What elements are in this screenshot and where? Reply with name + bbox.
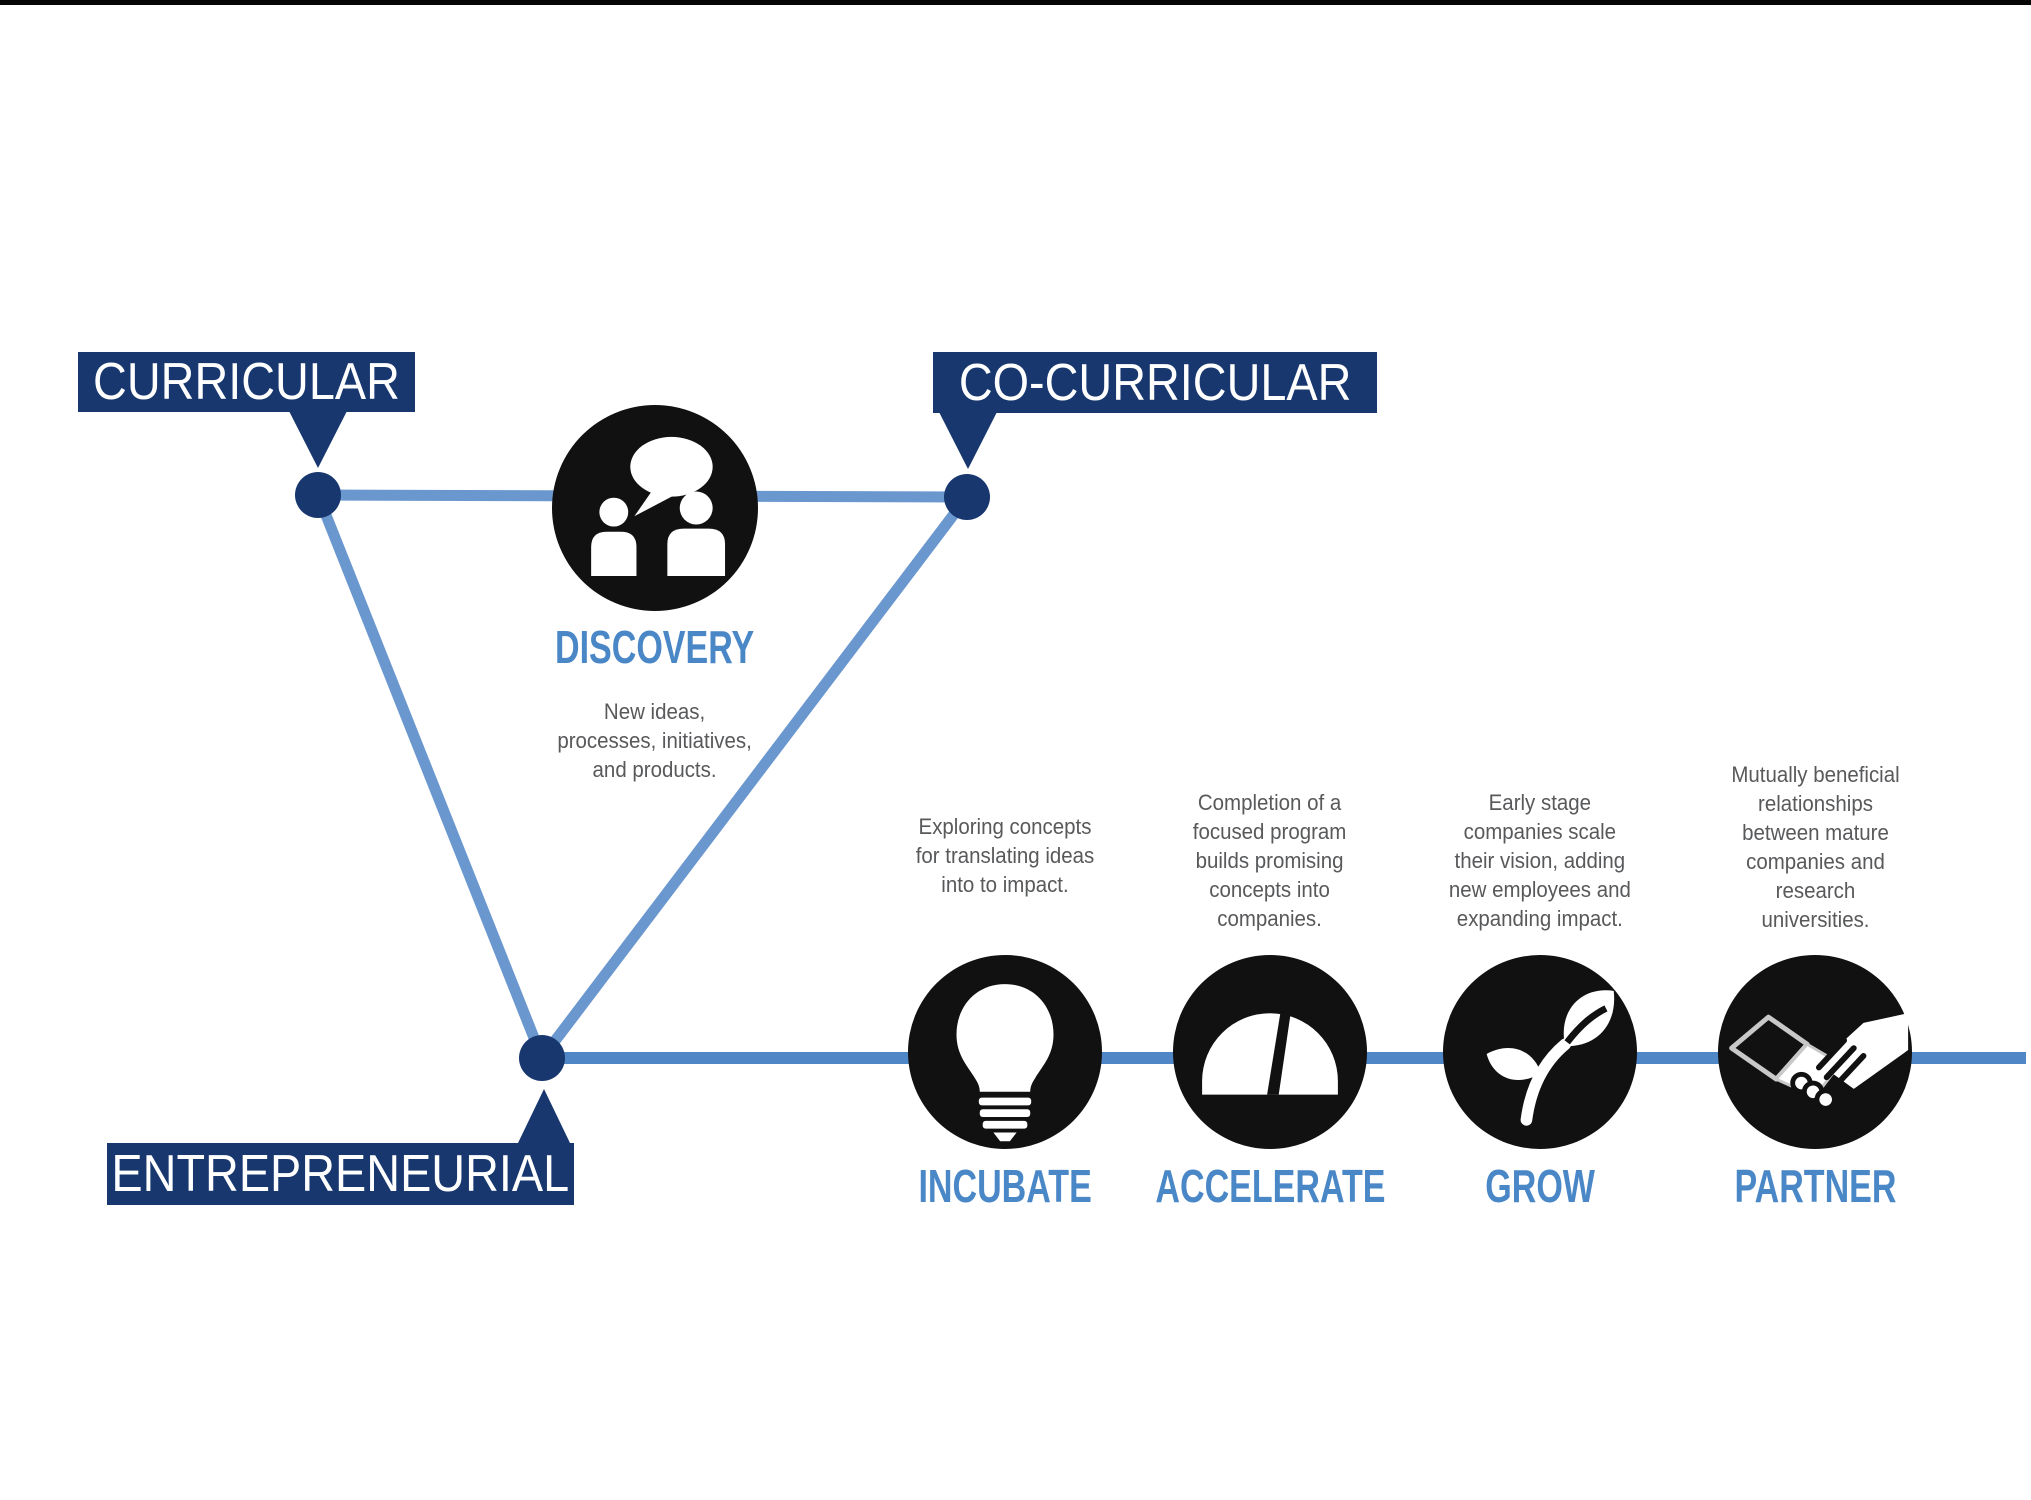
curricular-label: CURRICULAR	[93, 353, 400, 411]
incubate-description: Exploring concepts for translating ideas…	[915, 814, 1095, 897]
grow-description: Early stage companies scale their vision…	[1449, 790, 1631, 931]
stage-incubate	[908, 955, 1102, 1154]
accelerate-description: Completion of a focused program builds p…	[1193, 790, 1347, 931]
co-curricular-label-box: CO-CURRICULAR	[933, 352, 1377, 413]
curricular-pointer	[289, 411, 347, 468]
co-curricular-pointer	[939, 412, 997, 469]
partner-label: PARTNER	[1733, 1160, 1897, 1212]
triangle-right-edge	[537, 493, 972, 1062]
entrepreneurial-label: ENTREPRENEURIAL	[111, 1145, 570, 1203]
sprout-icon	[1443, 955, 1637, 1149]
co-curricular-label: CO-CURRICULAR	[958, 353, 1352, 412]
entrepreneurial-vertex-dot	[519, 1035, 565, 1081]
stage-accelerate	[1173, 955, 1367, 1154]
discovery-description: New ideas, processes, initiatives, and p…	[557, 699, 753, 782]
top-border	[0, 0, 2031, 5]
discovery-heading: DISCOVERY	[555, 621, 755, 673]
partner-description: Mutually beneficial relationships betwee…	[1730, 762, 1900, 932]
entrepreneurial-pointer	[518, 1089, 570, 1143]
co-curricular-vertex-dot	[944, 474, 990, 520]
discussion-icon	[552, 405, 758, 611]
stage-partner	[1718, 955, 1912, 1154]
stage-discovery	[552, 405, 758, 616]
stage-grow	[1443, 955, 1637, 1154]
curricular-label-box: CURRICULAR	[78, 352, 415, 412]
grow-label: GROW	[1485, 1160, 1595, 1212]
curricular-vertex-dot	[295, 472, 341, 518]
triangle-left-edge	[312, 492, 548, 1061]
entrepreneurial-label-box: ENTREPRENEURIAL	[107, 1143, 574, 1205]
incubate-label: INCUBATE	[918, 1160, 1092, 1212]
accelerate-label: ACCELERATE	[1154, 1160, 1386, 1212]
gauge-icon	[1173, 955, 1367, 1149]
handshake-icon	[1718, 955, 1912, 1149]
lightbulb-icon	[908, 955, 1102, 1149]
